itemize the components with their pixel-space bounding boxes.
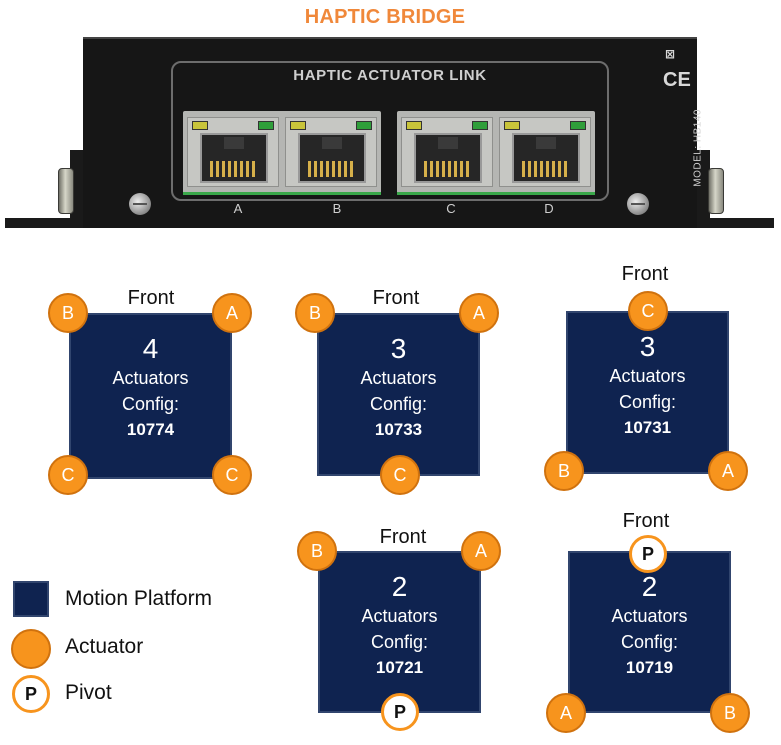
- port-group-cd: [397, 111, 595, 195]
- actuator-c: C: [628, 291, 668, 331]
- front-label: Front: [379, 526, 427, 548]
- model-label: MODEL: HB140: [693, 109, 704, 187]
- motion-platform: 3 Actuators Config: 10731: [566, 311, 729, 474]
- actuator-a: A: [546, 693, 586, 733]
- device-front-panel: HAPTIC ACTUATOR LINK: [83, 37, 704, 228]
- actuator-b: B: [710, 693, 750, 733]
- actuators-label: Actuators: [609, 366, 686, 386]
- jack-latch: [322, 137, 342, 149]
- actuator-count: 4: [142, 333, 159, 364]
- config-label: Config:: [121, 394, 180, 414]
- front-label: Front: [127, 287, 175, 309]
- led-yellow: [290, 121, 306, 130]
- jack-latch: [224, 137, 244, 149]
- port-group-ab: [183, 111, 381, 195]
- port-label-b: B: [332, 201, 342, 216]
- right-side-screw: [708, 168, 724, 214]
- actuators-label: Actuators: [360, 368, 437, 388]
- actuator-a: A: [212, 293, 252, 333]
- led-yellow: [504, 121, 520, 130]
- actuator-count: 3: [639, 331, 656, 362]
- config-code: 10721: [375, 658, 424, 677]
- port-panel: HAPTIC ACTUATOR LINK: [171, 61, 609, 216]
- legend-actuator-label: Actuator: [65, 635, 144, 658]
- motion-platform: 2 Actuators Config: 10721: [318, 551, 481, 713]
- pivot-marker: P: [381, 693, 419, 731]
- panel-label: HAPTIC ACTUATOR LINK: [293, 67, 487, 84]
- legend-platform-label: Motion Platform: [65, 587, 213, 610]
- actuators-label: Actuators: [112, 368, 189, 388]
- left-side-screw: [58, 168, 74, 214]
- port-a: [187, 117, 279, 187]
- port-b: [285, 117, 377, 187]
- legend-pivot-swatch: P: [12, 675, 50, 713]
- led-yellow: [406, 121, 422, 130]
- right-bracket-upright: [696, 150, 710, 228]
- right-bracket: [696, 218, 774, 228]
- rj45-jack: [200, 133, 268, 183]
- motion-platform: 3 Actuators Config: 10733: [317, 313, 480, 476]
- port-d: [499, 117, 591, 187]
- actuator-b: B: [295, 293, 335, 333]
- actuators-label: Actuators: [611, 606, 688, 626]
- actuator-count: 2: [391, 571, 408, 602]
- legend-pivot-label: Pivot: [65, 681, 112, 704]
- led-yellow: [192, 121, 208, 130]
- actuator-a: A: [708, 451, 748, 491]
- motion-platform: 4 Actuators Config: 10774: [69, 313, 232, 479]
- front-label: Front: [372, 287, 420, 309]
- config-label: Config:: [369, 394, 428, 414]
- panel-screw-right: [627, 193, 649, 215]
- config-code: 10719: [625, 658, 674, 677]
- led-green: [570, 121, 586, 130]
- actuator-c: C: [48, 455, 88, 495]
- jack-latch: [438, 137, 458, 149]
- port-strip: [183, 192, 381, 195]
- config-label: Config:: [620, 632, 679, 652]
- pivot-marker: P: [629, 535, 667, 573]
- actuator-c: C: [380, 455, 420, 495]
- led-green: [356, 121, 372, 130]
- jack-latch: [536, 137, 556, 149]
- actuator-b: B: [544, 451, 584, 491]
- actuator-a: A: [459, 293, 499, 333]
- port-label-c: C: [446, 201, 456, 216]
- legend-actuator-swatch: [11, 629, 51, 669]
- actuator-count: 2: [641, 571, 658, 602]
- config-code: 10731: [623, 418, 672, 437]
- port-strip: [397, 192, 595, 195]
- motion-platform: 2 Actuators Config: 10719: [568, 551, 731, 713]
- port-label-a: A: [233, 201, 243, 216]
- left-bracket: [5, 218, 85, 228]
- config-code: 10774: [126, 420, 175, 439]
- port-c: [401, 117, 493, 187]
- jack-pins: [522, 161, 570, 177]
- jack-pins: [308, 161, 356, 177]
- front-label: Front: [621, 263, 669, 285]
- config-label: Config:: [618, 392, 677, 412]
- config-label: Config:: [370, 632, 429, 652]
- actuator-b: B: [297, 531, 337, 571]
- jack-pins: [424, 161, 472, 177]
- page-title: HAPTIC BRIDGE: [304, 6, 466, 28]
- front-label: Front: [622, 510, 670, 532]
- actuator-count: 3: [390, 333, 407, 364]
- config-code: 10733: [374, 420, 423, 439]
- legend-platform-swatch: [13, 581, 49, 617]
- rj45-jack: [414, 133, 482, 183]
- actuator-c: C: [212, 455, 252, 495]
- ce-mark: CE: [663, 69, 691, 91]
- led-green: [258, 121, 274, 130]
- rj45-jack: [512, 133, 580, 183]
- actuator-b: B: [48, 293, 88, 333]
- actuators-label: Actuators: [361, 606, 438, 626]
- port-label-d: D: [544, 201, 554, 216]
- disposal-icon: ⊠: [665, 47, 676, 61]
- rj45-jack: [298, 133, 366, 183]
- jack-pins: [210, 161, 258, 177]
- panel-screw-left: [129, 193, 151, 215]
- actuator-a: A: [461, 531, 501, 571]
- led-green: [472, 121, 488, 130]
